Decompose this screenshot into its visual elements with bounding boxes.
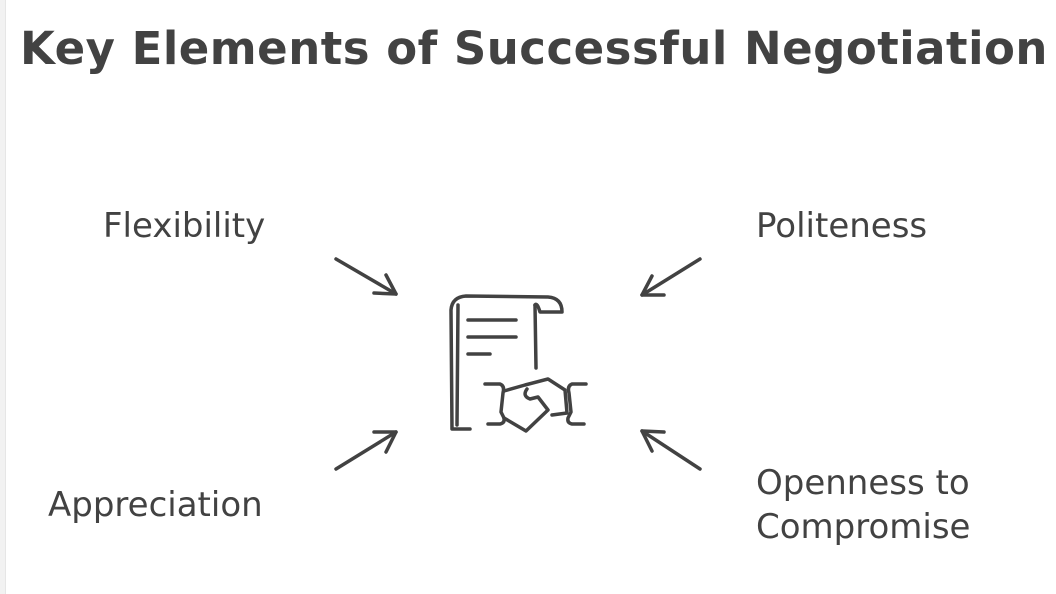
- element-openness-line2: Compromise: [756, 507, 971, 547]
- contract-handshake-icon: [449, 294, 588, 433]
- arrow-bottom-right: [640, 429, 702, 471]
- arrow-top-left: [334, 257, 398, 296]
- diagram-title: Key Elements of Successful Negotiation: [20, 22, 1048, 75]
- arrow-top-right: [640, 257, 702, 297]
- canvas-edge: [0, 0, 6, 594]
- element-flexibility: Flexibility: [103, 206, 266, 246]
- arrow-bottom-left: [334, 430, 398, 471]
- element-appreciation: Appreciation: [48, 485, 263, 525]
- element-openness: Openness to Compromise: [756, 461, 970, 549]
- element-politeness: Politeness: [756, 206, 928, 246]
- element-openness-line1: Openness to: [756, 463, 970, 503]
